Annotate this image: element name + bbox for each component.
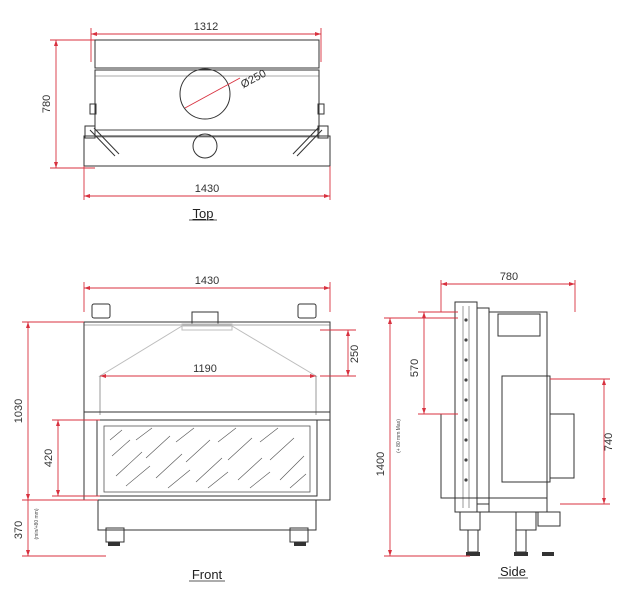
front-door-frame [96,419,318,497]
front-width-dimension: 1430 [83,275,331,312]
front-leveler-left [108,542,120,546]
side-total-height-dimension: 1400 [375,317,470,557]
side-rear-box [501,375,551,483]
side-foot-front [459,511,481,531]
side-leg-mid [515,529,527,553]
air-inlet-circle [192,133,218,159]
front-hood-dimension: 250 [320,329,361,377]
top-bottom-width-label: 1430 [195,183,219,195]
hinge-bracket-right [292,125,329,157]
front-glass-height-label: 420 [43,449,55,467]
top-bottom-width-dimension: 1430 [83,166,331,200]
side-panel-holes [464,318,468,482]
side-total-height-label: 1400 [375,452,387,476]
side-depth-label: 780 [500,271,518,283]
side-foot-rear [537,511,561,527]
front-body [83,321,331,501]
front-base-height-label: 370 [13,521,25,539]
front-hood-label: 250 [349,345,361,363]
glass-hatching [109,427,307,489]
side-view-caption: Side [500,564,526,579]
side-leg-front [467,529,479,553]
front-base-height-dimension: 370 (min/+80 mm) [13,500,106,557]
front-view: 1430 250 1190 [13,275,361,582]
front-glass-height-dimension: 420 [43,419,100,497]
side-base-rail [454,497,548,513]
flue-diameter-label: Ø250 [239,68,268,91]
top-side-tab-left [89,103,97,115]
front-opening-dimension: 1190 [100,363,316,378]
front-base [97,499,317,531]
hinge-bracket-left [84,125,120,157]
side-door-profile [440,413,456,499]
top-body [94,69,320,131]
front-lift-handle-right [297,303,317,319]
top-rear-flange [94,39,320,69]
side-rear-outlet [549,413,575,479]
side-flue-collar [497,313,541,337]
front-glass-panel [103,425,311,493]
side-foot-mid [515,511,537,531]
side-upper-height-note: (+ 80 mm Max) [396,419,402,453]
side-door-channel [476,307,490,505]
top-view-caption: Top [193,206,214,221]
top-side-tab-right [317,103,325,115]
top-height-dimension: 780 [41,39,95,169]
flue-diameter-leader [184,77,241,109]
front-base-height-note: (min/+80 mm) [34,508,40,539]
side-upper-height-dimension: 570 (+ 80 mm Max) [396,311,458,453]
front-total-height-dimension: 1030 [13,321,98,501]
front-width-label: 1430 [195,275,219,287]
top-view: 1312 780 Ø250 [41,21,331,221]
front-lift-handle-left [91,303,111,319]
top-height-label: 780 [41,95,53,113]
front-leveler-right [294,542,306,546]
side-rear-height-label: 740 [603,433,615,451]
top-front-frame [83,135,331,167]
top-width-dimension: 1312 [90,21,322,62]
side-upper-height-label: 570 [409,359,421,377]
front-door-top-rail [83,411,331,421]
front-total-height-label: 1030 [13,399,25,423]
front-view-caption: Front [192,567,223,582]
side-depth-dimension: 780 [440,271,576,312]
front-opening-label: 1190 [193,363,217,375]
side-view: 780 [375,271,615,579]
side-rear-height-dimension: 740 [550,378,615,505]
flue-outlet-circle [179,68,231,120]
top-width-label: 1312 [194,21,218,33]
